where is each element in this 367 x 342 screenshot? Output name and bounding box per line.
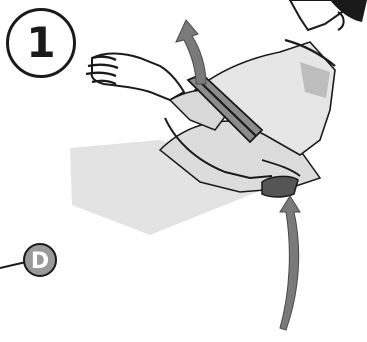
- curved-arrow-up-icon: [280, 196, 300, 330]
- marker-leader-line: [0, 262, 26, 268]
- hand: [92, 54, 184, 101]
- curved-arrow-icon: [176, 20, 206, 84]
- buckle: [262, 176, 298, 197]
- step-badge: 1: [6, 8, 76, 78]
- step-number: 1: [26, 22, 55, 64]
- marker-label: D: [31, 249, 49, 274]
- d-marker-icon: D: [24, 244, 56, 276]
